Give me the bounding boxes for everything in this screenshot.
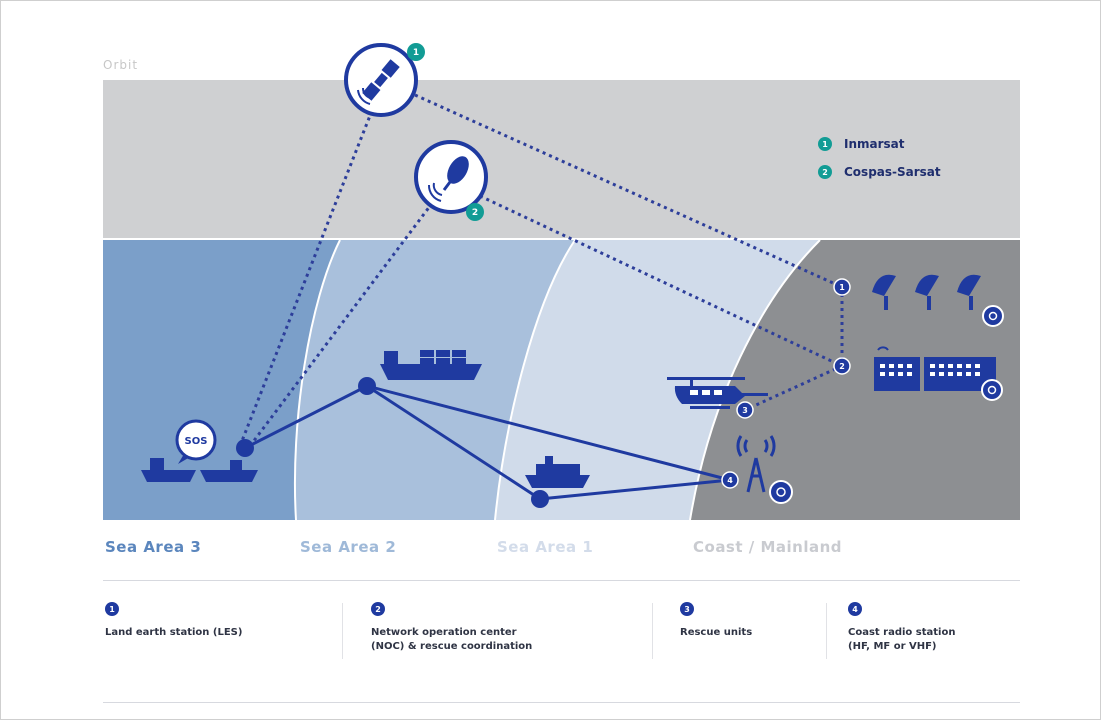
footer-divider-bottom xyxy=(103,702,1020,703)
link-distress-cargo xyxy=(244,384,368,450)
sea-area-2-label: Sea Area 2 xyxy=(300,538,397,556)
footer-badge: 1 xyxy=(105,602,119,616)
link-inmarsat-les xyxy=(414,93,843,289)
station-marker-1 xyxy=(833,278,851,296)
node-cargo xyxy=(358,377,376,395)
footer-text: Coast radio station (HF, MF or VHF) xyxy=(848,627,956,652)
inmarsat-satellite-icon: 1 xyxy=(344,43,425,117)
sos-bubble-icon: SOS xyxy=(175,419,217,464)
station-marker-label: 4 xyxy=(727,476,733,485)
footer-text: Network operation center (NOC) & rescue … xyxy=(371,627,533,652)
sea-area-1-label: Sea Area 1 xyxy=(497,538,594,556)
dish-signal-badge xyxy=(982,305,1004,327)
orbit-label: Orbit xyxy=(103,58,139,72)
footer-badge: 4 xyxy=(848,602,862,616)
footer-separator xyxy=(652,603,653,659)
satellite-badge-1 xyxy=(407,43,425,61)
footer-item-coast-radio: 4 Coast radio station (HF, MF or VHF) xyxy=(848,602,955,654)
ferry-icon xyxy=(525,456,590,488)
station-marker-4 xyxy=(721,471,739,489)
footer-text: Rescue units xyxy=(680,627,753,638)
footer-item-les: 1 Land earth station (LES) xyxy=(105,602,242,640)
station-marker-2 xyxy=(833,357,851,375)
legend-badge: 2 xyxy=(818,165,832,179)
station-marker-label: 2 xyxy=(839,362,845,371)
radio-tower-icon xyxy=(736,435,776,493)
building-windows xyxy=(880,364,980,376)
satellite-legend: 1 Inmarsat 2 Cospas-Sarsat xyxy=(818,130,941,186)
footer-item-rescue-units: 3 Rescue units xyxy=(680,602,752,640)
footer-text: Land earth station (LES) xyxy=(105,627,243,638)
area-boundary xyxy=(494,239,576,521)
footer-item-noc: 2 Network operation center (NOC) & rescu… xyxy=(371,602,532,654)
distress-vessel-icon xyxy=(141,458,258,482)
satellite-badge-2 xyxy=(466,203,484,221)
footer-separator xyxy=(342,603,343,659)
orbit-band xyxy=(103,80,1020,238)
footer-divider-top xyxy=(103,580,1020,581)
cargo-ship-icon xyxy=(380,350,482,380)
link-ferry-radio xyxy=(539,478,731,501)
link-ship-inmarsat xyxy=(238,107,375,447)
node-ferry xyxy=(531,490,549,508)
legend-item-inmarsat: 1 Inmarsat xyxy=(818,130,941,158)
area-boundary xyxy=(293,239,341,521)
legend-label: Cospas-Sarsat xyxy=(844,165,941,179)
station-marker-label: 1 xyxy=(839,283,845,292)
footer-badge: 2 xyxy=(371,602,385,616)
link-cargo-ferry xyxy=(366,384,541,501)
station-marker-label: 3 xyxy=(742,406,748,415)
node-distress xyxy=(236,439,254,457)
footer-badge: 3 xyxy=(680,602,694,616)
radio-tower-signal-badge xyxy=(769,480,793,504)
legend-badge: 1 xyxy=(818,137,832,151)
link-ship-cospas xyxy=(248,197,438,447)
link-cargo-radio xyxy=(366,384,731,482)
satellite-badge-label: 1 xyxy=(413,48,419,58)
sos-label: SOS xyxy=(185,436,208,447)
footer-separator xyxy=(826,603,827,659)
cospas-sarsat-satellite-icon: 2 xyxy=(414,140,488,221)
legend-label: Inmarsat xyxy=(844,137,905,151)
satellite-badge-label: 2 xyxy=(472,208,478,218)
sea-area-3-label: Sea Area 3 xyxy=(105,538,202,556)
satellite-dish-icons xyxy=(872,274,981,310)
noc-signal-badge xyxy=(981,379,1003,401)
legend-item-cospas-sarsat: 2 Cospas-Sarsat xyxy=(818,158,941,186)
station-marker-3 xyxy=(736,401,754,419)
coast-mainland-label: Coast / Mainland xyxy=(693,538,843,556)
area-boundary xyxy=(689,239,821,521)
helicopter-icon xyxy=(667,377,768,409)
